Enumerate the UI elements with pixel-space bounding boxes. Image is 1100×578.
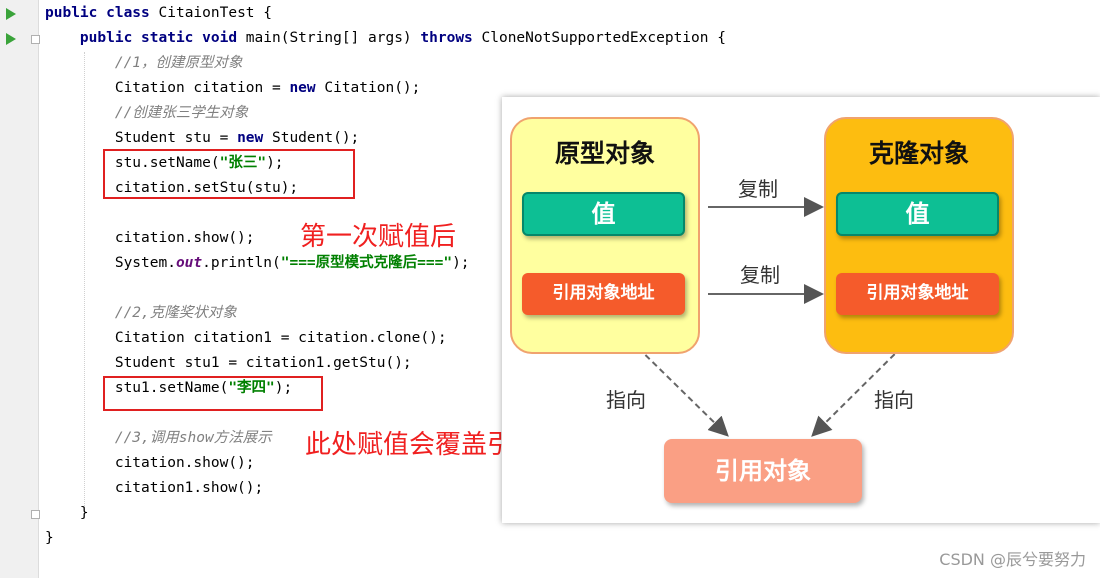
points-to-label: 指向 — [874, 388, 914, 412]
code-line[interactable]: //1，创建原型对象 — [45, 51, 243, 76]
clone-diagram: 原型对象 值 引用对象地址 克隆对象 值 引用对象地址 复制 复制 指向 指向 … — [502, 97, 1100, 523]
code-line[interactable]: stu1.setName("李四"); — [45, 376, 292, 401]
code-token: "===原型模式克隆后===" — [280, 255, 453, 271]
referenced-object: 引用对象 — [664, 439, 862, 503]
code-line[interactable]: citation.show(); — [45, 226, 255, 251]
code-token: //3,调用show方法展示 — [45, 430, 272, 446]
code-token: citation.show(); — [45, 455, 255, 471]
code-line[interactable]: } — [45, 501, 89, 526]
code-token: stu1.setName( — [45, 380, 229, 396]
code-line[interactable]: //创建张三学生对象 — [45, 101, 248, 126]
code-line[interactable]: Student stu1 = citation1.getStu(); — [45, 351, 412, 376]
code-token: throws — [420, 30, 482, 46]
code-token: System. — [45, 255, 176, 271]
code-line[interactable]: citation1.show(); — [45, 476, 263, 501]
code-line[interactable]: public class CitaionTest { — [45, 1, 272, 26]
code-token: ); — [266, 155, 284, 171]
code-token: //1，创建原型对象 — [45, 55, 243, 71]
code-token: } — [45, 530, 54, 546]
clone-value-box: 值 — [836, 192, 999, 236]
points-to-label: 指向 — [606, 388, 646, 412]
code-token: "张三" — [219, 155, 267, 171]
code-token: Citation citation1 = citation.clone(); — [45, 330, 447, 346]
code-token: CloneNotSupportedException { — [481, 30, 726, 46]
code-token: citation1.show(); — [45, 480, 264, 496]
code-token: citation.setStu(stu); — [45, 180, 299, 196]
code-token: new — [237, 130, 272, 146]
code-token: public class — [45, 5, 159, 21]
code-token: CitaionTest { — [158, 5, 273, 21]
code-line[interactable]: Citation citation1 = citation.clone(); — [45, 326, 447, 351]
code-line[interactable]: System.out.println("===原型模式克隆后==="); — [45, 251, 470, 276]
code-token: //创建张三学生对象 — [45, 105, 249, 121]
code-line[interactable]: citation.show(); — [45, 451, 255, 476]
code-line[interactable]: } — [45, 526, 54, 551]
code-token: ); — [452, 255, 470, 271]
code-line[interactable]: public static void main(String[] args) t… — [45, 26, 726, 51]
code-token: public static void — [45, 30, 246, 46]
code-line[interactable]: stu.setName("张三"); — [45, 151, 284, 176]
copy-label: 复制 — [738, 177, 778, 201]
code-token: Citation(); — [324, 80, 421, 96]
code-line[interactable]: Student stu = new Student(); — [45, 126, 359, 151]
code-token: } — [45, 505, 89, 521]
run-class-icon[interactable] — [6, 8, 16, 20]
code-line[interactable]: //3,调用show方法展示 — [45, 426, 272, 451]
clone-title: 克隆对象 — [868, 139, 969, 168]
indent-guide — [84, 52, 85, 512]
code-token: stu.setName( — [45, 155, 220, 171]
prototype-value-box: 值 — [522, 192, 685, 236]
code-token: .println( — [202, 255, 281, 271]
fold-icon[interactable] — [31, 35, 40, 44]
run-main-icon[interactable] — [6, 33, 16, 45]
highlight-box-first-assign — [103, 149, 355, 199]
code-token: //2,克隆奖状对象 — [45, 305, 237, 321]
code-token: new — [289, 80, 325, 96]
code-token: Citation citation = — [45, 80, 290, 96]
code-token: Student stu = — [45, 130, 238, 146]
fold-icon[interactable] — [31, 510, 40, 519]
editor-gutter — [0, 0, 40, 578]
code-token: citation.show(); — [45, 230, 255, 246]
code-token: ); — [274, 380, 293, 396]
watermark: CSDN @辰兮要努力 — [939, 550, 1086, 569]
code-token: main(String[] args) — [245, 30, 421, 46]
highlight-box-overwrite — [103, 376, 323, 411]
prototype-title: 原型对象 — [554, 139, 655, 168]
copy-label: 复制 — [740, 263, 780, 287]
annotation-first-assign: 第一次赋值后 — [300, 222, 457, 252]
code-token: Student stu1 = citation1.getStu(); — [45, 355, 412, 371]
code-token: "李四" — [228, 380, 275, 396]
code-token: Student(); — [271, 130, 360, 146]
prototype-ref-address: 引用对象地址 — [522, 273, 685, 315]
clone-ref-address: 引用对象地址 — [836, 273, 999, 315]
code-line[interactable]: //2,克隆奖状对象 — [45, 301, 237, 326]
code-token: out — [175, 255, 203, 271]
code-line[interactable]: citation.setStu(stu); — [45, 176, 298, 201]
code-line[interactable]: Citation citation = new Citation(); — [45, 76, 421, 101]
